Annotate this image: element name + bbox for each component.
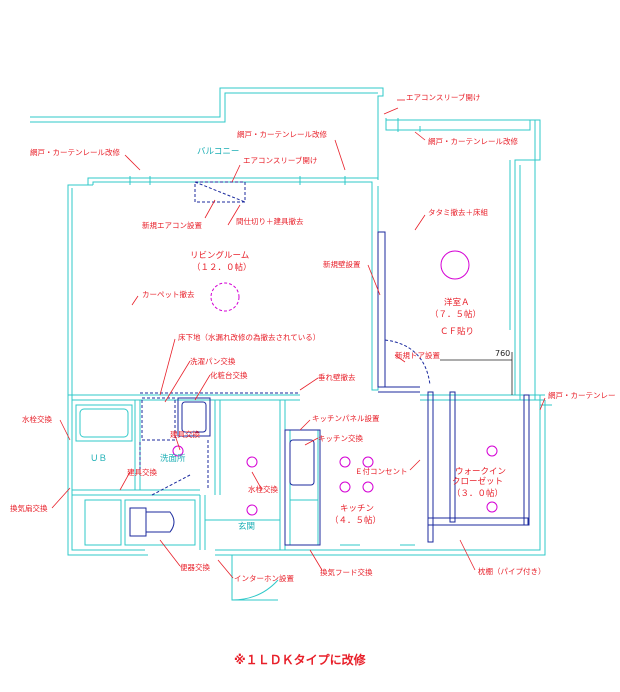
note-tatami: タタミ撤去＋床組 bbox=[428, 207, 488, 217]
note-screen-rail-west: 網戸・カーテンレール改修 bbox=[30, 147, 120, 157]
note-new-aircon: 新規エアコン設置 bbox=[142, 220, 202, 230]
room-western: 洋室Ａ bbox=[444, 297, 470, 308]
room-walkin-2: クローゼット bbox=[452, 476, 503, 487]
room-living: リビングルーム bbox=[190, 250, 249, 261]
note-new-door: 新規ドア設置 bbox=[395, 350, 440, 360]
note-faucet-kitchen: 水栓交換 bbox=[248, 484, 278, 494]
note-screen-rail-left: 網戸・カーテンレール改修 bbox=[237, 129, 327, 139]
note-carpet: カーペット撤去 bbox=[142, 289, 195, 299]
dimension-label: 760 bbox=[495, 349, 510, 358]
room-walkin-size: （３．０帖） bbox=[452, 488, 503, 499]
note-screen-rail-right: 網戸・カーテンレー bbox=[548, 390, 616, 400]
room-kitchen: キッチン bbox=[340, 504, 374, 514]
room-living-size: （１２．０帖） bbox=[192, 262, 252, 273]
note-shelf: 枕棚（パイプ付き） bbox=[478, 566, 546, 576]
note-vanity: 化粧台交換 bbox=[210, 370, 248, 380]
note-faucet-ub: 水栓交換 bbox=[22, 414, 52, 424]
note-drop-wall: 垂れ壁撤去 bbox=[318, 372, 356, 382]
new-construction bbox=[129, 181, 530, 546]
walls bbox=[30, 87, 552, 601]
note-intercom: インターホン設置 bbox=[234, 573, 294, 583]
room-balcony: バルコニー bbox=[197, 147, 239, 157]
leader-lines bbox=[51, 99, 546, 579]
fixtures bbox=[172, 250, 498, 516]
note-e-outlet: Ｅ付コンセント bbox=[355, 466, 408, 476]
note-kitchen-swap: キッチン交換 bbox=[318, 433, 363, 443]
room-entrance: 玄関 bbox=[238, 521, 255, 532]
note-vent-fan: 換気扇交換 bbox=[10, 503, 48, 513]
room-labels: バルコニー リビングルーム （１２．０帖） 洋室Ａ （７．５帖） ＣＦ貼り ウォ… bbox=[90, 147, 506, 532]
dimension-760: 760 bbox=[440, 349, 513, 395]
note-sleeve-top: エアコンスリーブ開け bbox=[406, 92, 480, 102]
room-kitchen-size: （４．５帖） bbox=[330, 515, 381, 526]
renovation-notes: エアコンスリーブ開け 網戸・カーテンレール改修 網戸・カーテンレール改修 網戸・… bbox=[10, 92, 616, 583]
note-new-wall: 新規壁設置 bbox=[323, 259, 361, 269]
note-partition-remove: 間仕切り＋建具撤去 bbox=[236, 216, 304, 226]
note-screen-rail-center: 網戸・カーテンレール改修 bbox=[428, 136, 518, 146]
room-western-cf: ＣＦ貼り bbox=[440, 326, 474, 337]
note-washer-pan: 洗濯パン交換 bbox=[190, 356, 236, 366]
room-walkin-1: ウォークイン bbox=[455, 467, 506, 477]
note-kitchen-panel: キッチンパネル設置 bbox=[312, 413, 380, 423]
note-range-hood: 換気フード交換 bbox=[320, 567, 373, 577]
note-sleeve-balcony: エアコンスリーブ開け bbox=[243, 155, 317, 165]
note-fitting-1: 建具交換 bbox=[170, 429, 200, 439]
room-washroom: 洗面所 bbox=[160, 453, 186, 464]
room-western-size: （７．５帖） bbox=[430, 309, 481, 320]
note-toilet: 便器交換 bbox=[180, 562, 210, 572]
plan-caption: ※１ＬＤＫタイプに改修 bbox=[234, 652, 367, 667]
note-fitting-2: 建具交換 bbox=[127, 467, 157, 477]
room-ub: ＵＢ bbox=[90, 454, 107, 464]
note-floor-base: 床下地（水漏れ改修の為撤去されている） bbox=[178, 332, 320, 342]
